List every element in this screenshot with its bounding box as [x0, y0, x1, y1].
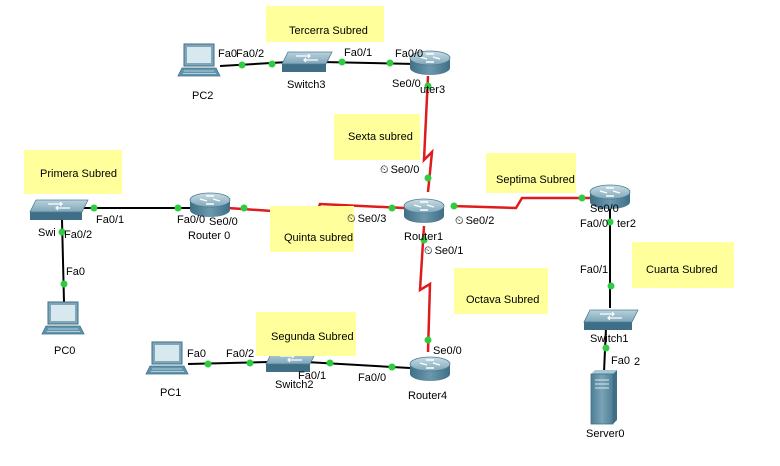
port-label: Fa0/1 [298, 370, 327, 382]
router2-icon[interactable] [589, 184, 631, 209]
link-pc2-sw3[interactable] [219, 61, 289, 67]
port-label: Fa0/1 [96, 214, 125, 226]
note-label: Quinta subred [284, 232, 354, 244]
device-label-switch0: Swi [38, 227, 56, 239]
switch0-icon[interactable] [29, 199, 89, 220]
switch3-icon[interactable] [281, 51, 333, 72]
note-primera-subred[interactable]: Primera Subred [24, 150, 122, 194]
port-label: Fa0/0 [358, 372, 387, 384]
port-label: Fa0/2 [226, 348, 255, 360]
note-segunda-subred[interactable]: Segunda Subred [256, 312, 356, 356]
note-label: Segunda Subred [271, 331, 354, 343]
router3-icon[interactable] [409, 50, 451, 75]
port-label: ⏲Se0/3 [347, 213, 387, 225]
clock-icon: ⏲ [424, 245, 433, 257]
device-label-server0: Server0 [586, 428, 625, 440]
pc2-icon[interactable] [177, 43, 221, 77]
port-label: Fa0/2 [236, 48, 265, 60]
device-label-pc2: PC2 [192, 90, 214, 102]
device-label-switch2: Switch2 [275, 379, 314, 391]
device-label-router0: Router 0 [188, 230, 231, 242]
port-label: ⏲Se0/0 [380, 164, 420, 176]
router4-icon[interactable] [409, 356, 451, 381]
note-label: Sexta subred [348, 131, 413, 143]
link-sw3-r3[interactable] [321, 61, 416, 65]
port-label: Fa0/1 [344, 47, 373, 59]
note-octava-subred[interactable]: Octava Subred [454, 268, 548, 314]
note-label: Septima Subred [496, 174, 575, 186]
device-label-pc1: PC1 [160, 387, 182, 399]
port-label: Fa0/0 [177, 214, 206, 226]
port-label: ⏲Se0/1 [424, 245, 464, 257]
port-label: Fa0 [187, 348, 206, 360]
port-label: Fa0/1 [580, 264, 609, 276]
switch1-icon[interactable] [583, 309, 639, 330]
port-label: Se0/0 [392, 78, 421, 90]
server0-icon[interactable] [590, 370, 617, 425]
note-quinta-subred[interactable]: Quinta subred [270, 206, 354, 252]
port-indicators [58, 58, 615, 371]
port-label: Fa0/0 [580, 218, 609, 230]
router0-icon[interactable] [189, 192, 231, 217]
link-r1-r2[interactable] [451, 196, 592, 210]
router1-icon[interactable] [403, 198, 445, 223]
port-label: Se0/0 [433, 345, 462, 357]
note-septima-subred[interactable]: Septima Subred [486, 153, 576, 193]
port-label: Fa0 [66, 266, 85, 278]
port-label: Fa0/2 [64, 229, 93, 241]
port-label: Se0/0 [590, 203, 619, 215]
link-pc1-sw2[interactable] [187, 361, 269, 365]
note-tercera-subred[interactable]: Tercerra Subred [266, 6, 384, 42]
clock-icon: ⏲ [347, 213, 356, 225]
device-label-router2: ter2 [617, 218, 636, 230]
port-label: 2 [634, 356, 641, 368]
pc1-icon[interactable] [145, 341, 189, 375]
device-label-pc0: PC0 [54, 345, 76, 357]
device-label-switch1: Switch1 [590, 333, 629, 345]
note-label: Octava Subred [466, 294, 540, 306]
note-label: Cuarta Subred [646, 264, 718, 276]
pc0-icon[interactable] [41, 301, 85, 335]
clock-icon: ⏲ [455, 215, 464, 227]
note-label: Primera Subred [40, 168, 118, 180]
port-label: Fa0 [218, 48, 237, 60]
device-label-router1: Router1 [404, 231, 444, 243]
port-label: ⏲Se0/2 [455, 215, 495, 227]
device-label-router3: uter3 [420, 84, 446, 96]
note-cuarta-subred[interactable]: Cuarta Subred [632, 242, 734, 288]
port-label: Fa0/0 [395, 48, 424, 60]
link-r1-r3[interactable] [422, 75, 434, 193]
note-sexta-subred[interactable]: Sexta subred [334, 114, 420, 160]
port-label: Se0/0 [209, 216, 238, 228]
device-label-router4: Router4 [408, 390, 448, 402]
port-label: Fa0 [611, 355, 630, 367]
device-label-switch3: Switch3 [287, 79, 326, 91]
note-label: Tercerra Subred [289, 25, 368, 37]
link-r1-r4[interactable] [418, 225, 432, 353]
clock-icon: ⏲ [380, 164, 389, 176]
